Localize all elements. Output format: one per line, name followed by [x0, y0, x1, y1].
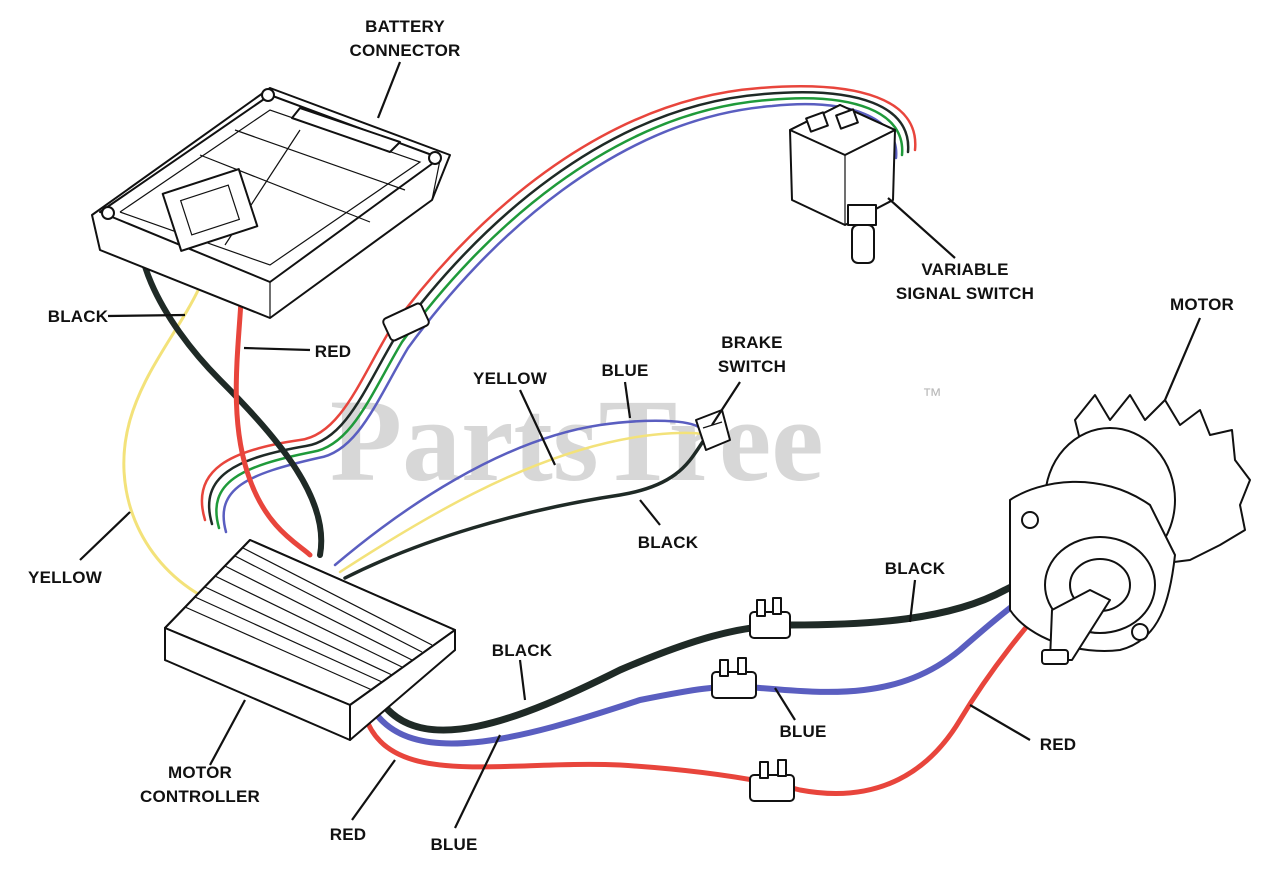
label-blue-mid: BLUE: [779, 722, 826, 741]
label-red-motor: RED: [1040, 735, 1077, 754]
wire-green-signal: [215, 97, 904, 530]
label-black-lower: BLACK: [492, 641, 553, 660]
wire-black-brake: [343, 438, 706, 580]
label-brake-switch-1: BRAKE: [721, 333, 782, 352]
label-yellow-left: YELLOW: [28, 568, 103, 587]
wire-yellow-brake: [338, 431, 704, 574]
wire-blue-signal: [222, 103, 898, 534]
watermark-trademark: ™: [922, 385, 942, 407]
label-red-top: RED: [315, 342, 352, 361]
wire-bundle-signal: [200, 85, 917, 534]
wire-connector-signal: [382, 302, 430, 342]
wire-red-signal: [200, 85, 917, 522]
wire-connector-blue: [711, 657, 757, 699]
variable-signal-switch: [789, 104, 896, 264]
labels: BATTERY CONNECTOR VARIABLE SIGNAL SWITCH…: [28, 17, 1234, 854]
wire-set-brake: [333, 419, 706, 580]
label-black-top-left: BLACK: [48, 307, 109, 326]
wire-connector-red: [749, 759, 795, 802]
label-motor-controller-1: MOTOR: [168, 763, 232, 782]
label-blue-brake: BLUE: [601, 361, 648, 380]
label-black-brake: BLACK: [638, 533, 699, 552]
label-black-motor: BLACK: [885, 559, 946, 578]
controller-fins: [184, 547, 433, 691]
label-motor-controller-2: CONTROLLER: [140, 787, 260, 806]
wire-black-motor: [376, 558, 1054, 734]
leader-lines: [79, 61, 1202, 829]
label-variable-signal-switch-1: VARIABLE: [921, 260, 1008, 279]
motor: [1009, 394, 1251, 665]
brake-switch: [695, 409, 731, 451]
label-motor: MOTOR: [1170, 295, 1234, 314]
battery-connector: [91, 87, 451, 319]
wire-connector-black: [749, 597, 791, 639]
motor-controller: [164, 539, 456, 741]
label-battery-connector-2: CONNECTOR: [349, 41, 460, 60]
wire-blue-brake: [333, 419, 702, 567]
label-variable-signal-switch-2: SIGNAL SWITCH: [896, 284, 1034, 303]
label-red-bottom: RED: [330, 825, 367, 844]
label-brake-switch-2: SWITCH: [718, 357, 786, 376]
label-yellow-brake: YELLOW: [473, 369, 548, 388]
label-blue-bottom: BLUE: [430, 835, 477, 854]
wire-blue-motor: [369, 577, 1058, 747]
watermark: PartsTree: [330, 375, 824, 506]
wire-black-signal: [207, 91, 910, 526]
wire-yellow-battery: [122, 238, 214, 597]
label-battery-connector-1: BATTERY: [365, 17, 445, 36]
